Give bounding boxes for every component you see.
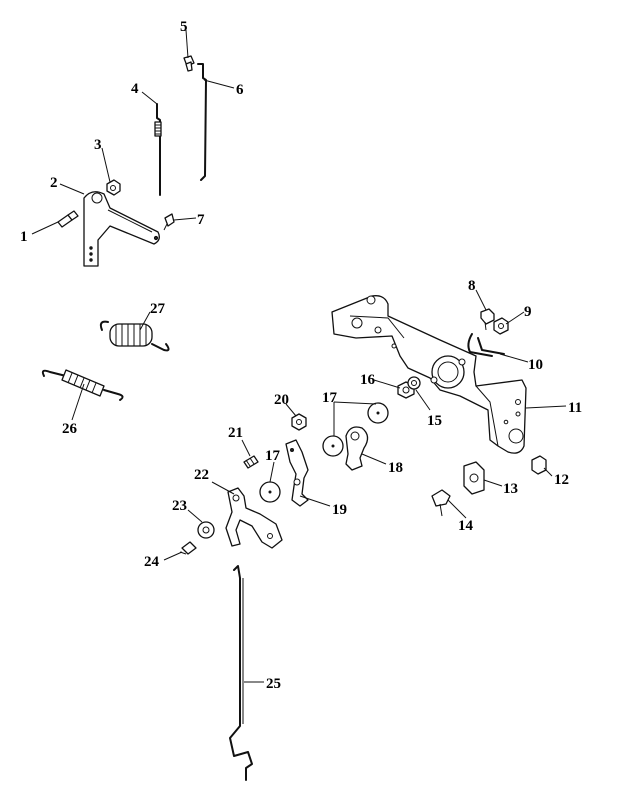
- part-2-lever-bracket: [83, 191, 160, 267]
- leader-18: [361, 453, 387, 465]
- part-9-nut: [493, 317, 509, 335]
- callout-22: 22: [194, 467, 209, 483]
- leader-16: [373, 379, 401, 389]
- leader-15: [415, 389, 431, 411]
- leader-14: [447, 499, 467, 519]
- part-25-control-rod: [229, 565, 253, 781]
- part-22-throttle-lever: [225, 487, 283, 549]
- part-18-lever-plate: [345, 426, 369, 471]
- part-17-washer-upper-left: [322, 435, 344, 457]
- callout-10: 10: [528, 357, 543, 373]
- callout-2: 2: [50, 175, 58, 191]
- leader-12: [543, 467, 553, 477]
- leader-17b: [269, 461, 275, 483]
- callout-15: 15: [427, 413, 442, 429]
- part-26-spring: [41, 369, 124, 401]
- leader-lines: [31, 29, 567, 683]
- callout-8: 8: [468, 278, 476, 294]
- leader-13: [483, 479, 503, 487]
- leader-9: [505, 311, 525, 325]
- leader-8: [475, 289, 487, 311]
- part-23-washer: [197, 521, 215, 539]
- callout-17-lower: 17: [265, 448, 281, 464]
- part-19-lever: [285, 439, 309, 507]
- leader-11: [525, 405, 567, 409]
- callout-23: 23: [172, 498, 187, 514]
- leader-2: [59, 183, 85, 195]
- part-17-washer-lower: [259, 481, 281, 503]
- leader-21: [241, 439, 251, 457]
- callout-27: 27: [150, 301, 166, 317]
- leader-5: [185, 29, 189, 59]
- callout-19: 19: [332, 502, 347, 518]
- leader-22: [211, 481, 235, 495]
- leader-7: [173, 217, 197, 221]
- callout-18: 18: [388, 460, 403, 476]
- callout-3: 3: [94, 137, 102, 153]
- part-11-control-bracket: [331, 295, 527, 454]
- callout-9: 9: [524, 304, 532, 320]
- part-20-nut: [291, 413, 307, 431]
- callout-5: 5: [180, 19, 188, 35]
- leader-26: [71, 383, 85, 421]
- part-12-screw: [531, 455, 547, 475]
- callout-numbers: 1 2 3 4 5 6 7 27 26 8 9 10 16 15 11 12 1…: [20, 19, 582, 692]
- leader-27: [139, 311, 151, 331]
- leader-17a-right: [333, 401, 377, 405]
- leader-6: [203, 79, 235, 89]
- leader-3: [101, 147, 111, 183]
- callout-11: 11: [568, 400, 582, 416]
- part-27-spring: [99, 320, 170, 352]
- callout-14: 14: [458, 518, 474, 534]
- callout-12: 12: [554, 472, 569, 488]
- leader-23: [187, 509, 203, 523]
- callout-24: 24: [144, 554, 160, 570]
- callout-6: 6: [236, 82, 244, 98]
- part-14-bolt: [431, 489, 451, 517]
- part-5-fastener: [183, 55, 195, 72]
- part-8-screw: [480, 308, 495, 331]
- part-17-washer-upper-right: [367, 402, 389, 424]
- part-13-clip-nut: [463, 461, 485, 495]
- part-15-washer: [407, 376, 421, 390]
- part-10-spring-clip: [467, 333, 505, 357]
- callout-26: 26: [62, 421, 78, 437]
- leader-19: [299, 495, 331, 507]
- part-1-stud: [57, 210, 79, 228]
- leader-4: [141, 91, 158, 105]
- callout-7: 7: [197, 212, 205, 228]
- callout-1: 1: [20, 229, 28, 245]
- callout-13: 13: [503, 481, 518, 497]
- callout-4: 4: [131, 81, 139, 97]
- leader-24: [163, 551, 183, 561]
- callout-21: 21: [228, 425, 243, 441]
- leader-10: [499, 353, 529, 363]
- part-6-throttle-link: [197, 63, 207, 181]
- callout-20: 20: [274, 392, 289, 408]
- callout-25: 25: [266, 676, 281, 692]
- leader-1: [31, 221, 59, 235]
- part-7-clip: [163, 213, 175, 231]
- callout-16: 16: [360, 372, 376, 388]
- callout-17-upper: 17: [322, 390, 338, 406]
- part-24-screw: [179, 541, 197, 555]
- part-21-screw: [243, 455, 259, 469]
- part-4-governor-link: [154, 103, 162, 196]
- part-3-nut: [106, 179, 121, 196]
- leader-20: [285, 403, 297, 417]
